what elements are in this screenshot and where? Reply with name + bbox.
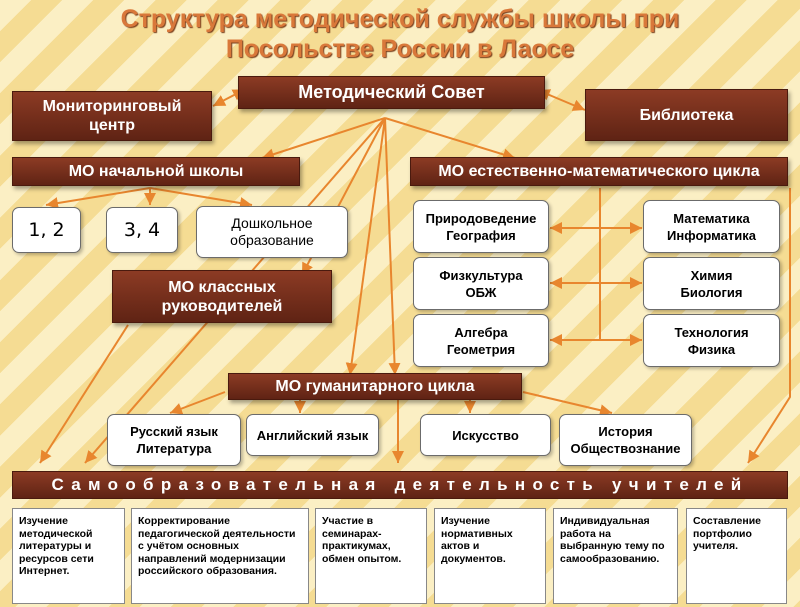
natural-subject-label-6: Технология Физика xyxy=(674,324,749,357)
activity-box-6: Составление портфолио учителя. xyxy=(686,508,787,604)
methodical-council-box: Методический Совет xyxy=(238,76,545,109)
page-title-line-1: Структура методической службы школы при xyxy=(120,5,680,33)
primary-school-mo-label: МО начальной школы xyxy=(68,163,244,180)
natural-subject-label-3: Алгебра Геометрия xyxy=(446,324,516,357)
self-education-banner: Самообразовательная деятельность учителе… xyxy=(12,471,788,499)
grades-1-2-label: 1, 2 xyxy=(28,218,65,241)
natural-math-mo-box: МО естественно-математического цикла xyxy=(410,157,788,186)
class-teachers-mo-box: МО классных руководителей xyxy=(112,270,332,323)
library-box: Библиотека xyxy=(585,89,788,141)
activity-text-4: Изучение нормативных актов и документов. xyxy=(441,515,513,565)
natural-subject-label-5: Химия Биология xyxy=(680,267,743,300)
activity-box-1: Изучение методической литературы и ресур… xyxy=(12,508,125,604)
humanities-subject-label-3: Искусство xyxy=(452,427,519,443)
activity-text-6: Составление портфолио учителя. xyxy=(693,515,762,552)
activity-text-5: Индивидуальная работа на выбранную тему … xyxy=(560,515,665,565)
grades-1-2-box: 1, 2 xyxy=(12,207,81,253)
humanities-subject-label-4: История Обществознание xyxy=(570,424,681,456)
activity-text-2: Корректирование педагогической деятельно… xyxy=(138,515,296,577)
natural-subject-box-5: Химия Биология xyxy=(643,257,780,310)
activity-text-1: Изучение методической литературы и ресур… xyxy=(19,515,94,577)
activity-box-5: Индивидуальная работа на выбранную тему … xyxy=(553,508,678,604)
humanities-subject-box-4: История Обществознание xyxy=(559,414,692,466)
natural-subject-box-3: Алгебра Геометрия xyxy=(413,314,549,367)
self-education-label: Самообразовательная деятельность учителе… xyxy=(51,475,749,494)
humanities-subject-box-3: Искусство xyxy=(420,414,551,456)
humanities-mo-label: МО гуманитарного цикла xyxy=(275,378,475,395)
humanities-subject-label-2: Английский язык xyxy=(256,427,369,443)
humanities-subject-label-1: Русский язык Литература xyxy=(130,424,218,456)
page-title-line-2: Посольстве России в Лаосе xyxy=(225,35,575,63)
activity-box-4: Изучение нормативных актов и документов. xyxy=(434,508,546,604)
activity-text-3: Участие в семинарах-практикумах, обмен о… xyxy=(322,515,402,565)
natural-subject-box-4: Математика Информатика xyxy=(643,200,780,253)
primary-school-mo-box: МО начальной школы xyxy=(12,157,300,186)
page-title: Структура методической службы школы при … xyxy=(60,4,740,64)
natural-subject-box-6: Технология Физика xyxy=(643,314,780,367)
grades-3-4-label: 3, 4 xyxy=(123,218,161,241)
humanities-subject-box-2: Английский язык xyxy=(246,414,379,456)
natural-subject-label-4: Математика Информатика xyxy=(667,210,756,243)
class-teachers-mo-label: МО классных руководителей xyxy=(161,278,283,315)
humanities-subject-box-1: Русский язык Литература xyxy=(107,414,241,466)
natural-subject-box-1: Природоведение География xyxy=(413,200,549,253)
preschool-box: Дошкольное образование xyxy=(196,206,348,258)
natural-math-mo-label: МО естественно-математического цикла xyxy=(438,163,760,180)
preschool-label: Дошкольное образование xyxy=(230,215,314,248)
activity-box-2: Корректирование педагогической деятельно… xyxy=(131,508,309,604)
natural-subject-label-2: Физкультура ОБЖ xyxy=(439,267,523,300)
monitoring-center-box: Мониторинговый центр xyxy=(12,91,212,141)
natural-subject-box-2: Физкультура ОБЖ xyxy=(413,257,549,310)
grades-3-4-box: 3, 4 xyxy=(106,207,178,253)
monitoring-center-label: Мониторинговый центр xyxy=(42,98,182,134)
methodical-council-label: Методический Совет xyxy=(298,82,485,102)
natural-subject-label-1: Природоведение География xyxy=(425,210,537,243)
activity-box-3: Участие в семинарах-практикумах, обмен о… xyxy=(315,508,427,604)
library-label: Библиотека xyxy=(639,106,734,124)
humanities-mo-box: МО гуманитарного цикла xyxy=(228,373,522,400)
